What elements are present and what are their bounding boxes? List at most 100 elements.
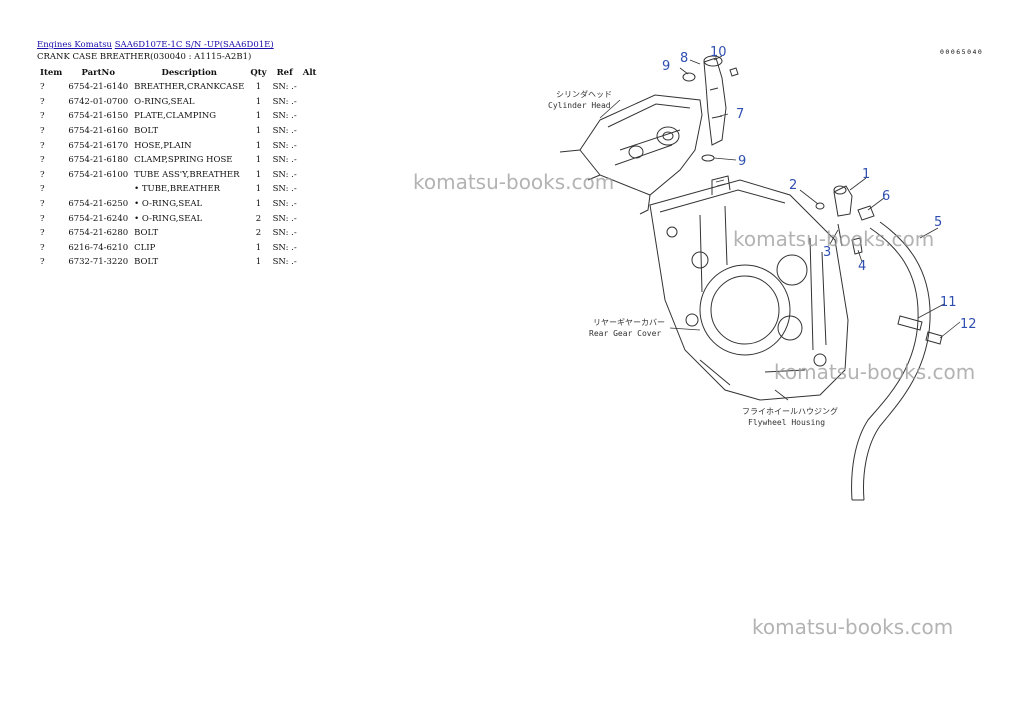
cell-qty: 1: [255, 82, 262, 93]
document-id: 00065040: [940, 48, 984, 56]
callout-4: 4: [858, 259, 866, 274]
callout-9-top: 9: [662, 59, 670, 74]
cell-item: ?: [40, 126, 45, 137]
cell-qty: 1: [255, 184, 262, 195]
cell-alt: [300, 255, 320, 270]
cell-qty: 1: [255, 155, 262, 166]
cell-qty: 1: [255, 257, 262, 268]
cell-description: CLAMP,SPRING HOSE: [134, 155, 233, 166]
column-header-alt: Alt: [302, 68, 317, 78]
cell-alt: [300, 124, 320, 139]
callout-7: 7: [736, 107, 744, 122]
cell-partno: [65, 182, 131, 197]
cell-alt: [300, 153, 320, 168]
callout-8: 8: [680, 51, 688, 66]
breadcrumb-link-model[interactable]: SAA6D107E-1C S/N -UP(SAA6D01E): [114, 40, 274, 50]
callout-10: 10: [710, 45, 727, 60]
cell-qty: 1: [255, 199, 262, 210]
cell-partno: 6754-21-6280: [68, 228, 129, 239]
cylinder-head-drawing: [559, 94, 703, 215]
cell-qty: 1: [255, 140, 262, 151]
table-row: ? 6754-21-6150 PLATE,CLAMPING 1 SN: .-: [37, 109, 319, 124]
cell-partno: 6742-01-0700: [68, 96, 129, 107]
breather-arm-drawing: [682, 55, 739, 162]
callout-9-lower: 9: [738, 154, 746, 169]
column-header-qty: Qty: [250, 68, 267, 78]
cell-ref: SN: .-: [272, 213, 297, 224]
breather-hose-drawing: [851, 221, 943, 501]
cell-description: • TUBE,BREATHER: [134, 184, 221, 195]
cell-ref: SN: .-: [272, 228, 297, 239]
callout-1: 1: [862, 167, 870, 182]
cell-partno: 6754-21-6170: [68, 140, 129, 151]
cell-partno: 6732-71-3220: [68, 257, 129, 268]
cell-ref: SN: .-: [272, 155, 297, 166]
cell-item: ?: [40, 155, 45, 166]
breadcrumb-link-engines[interactable]: Engines Komatsu: [37, 40, 113, 50]
table-row: ? • TUBE,BREATHER 1 SN: .-: [37, 182, 319, 197]
cell-description: CLIP: [134, 242, 156, 253]
page-title: CRANK CASE BREATHER(030040 : A1115-A2B1): [37, 52, 252, 62]
cell-partno: 6754-21-6100: [68, 169, 129, 180]
cell-description: • O-RING,SEAL: [134, 213, 203, 224]
breather-assembly-drawing: [815, 185, 875, 255]
cell-qty: 1: [255, 169, 262, 180]
table-header-row: Item PartNo Description Qty Ref Alt: [37, 66, 319, 80]
callout-5: 5: [934, 215, 942, 230]
cell-alt: [300, 226, 320, 241]
cell-partno: 6754-21-6240: [68, 213, 129, 224]
cell-ref: SN: .-: [272, 111, 297, 122]
cell-item: ?: [40, 184, 45, 195]
cell-qty: 1: [255, 96, 262, 107]
cell-alt: [300, 168, 320, 183]
cell-alt: [300, 80, 320, 95]
label-rear-gear-cover: Rear Gear Cover: [589, 329, 661, 338]
callout-leaders: [599, 55, 961, 401]
column-header-partno: PartNo: [81, 68, 115, 78]
cell-description: • O-RING,SEAL: [134, 199, 203, 210]
label-cylinder-head-jp: シリンダヘッド: [556, 89, 612, 99]
cell-item: ?: [40, 82, 45, 93]
label-flywheel-housing: Flywheel Housing: [748, 418, 825, 427]
cell-partno: 6754-21-6140: [68, 82, 129, 93]
cell-description: O-RING,SEAL: [134, 96, 195, 107]
cell-item: ?: [40, 257, 45, 268]
cell-qty: 1: [255, 111, 262, 122]
cell-alt: [300, 182, 320, 197]
cell-ref: SN: .-: [272, 242, 297, 253]
cell-partno: 6754-21-6250: [68, 199, 129, 210]
cell-ref: SN: .-: [272, 184, 297, 195]
cell-alt: [300, 211, 320, 226]
column-header-ref: Ref: [276, 68, 293, 78]
cell-item: ?: [40, 111, 45, 122]
watermark-text: komatsu-books.com: [413, 170, 615, 194]
cell-ref: SN: .-: [272, 96, 297, 107]
cell-partno: 6754-21-6160: [68, 126, 129, 137]
cell-ref: SN: .-: [272, 126, 297, 137]
cell-description: PLATE,CLAMPING: [134, 111, 217, 122]
column-header-description: Description: [161, 68, 217, 78]
flywheel-housing-drawing: [649, 175, 849, 401]
watermark-text: komatsu-books.com: [733, 227, 935, 251]
cell-alt: [300, 95, 320, 110]
watermark-text: komatsu-books.com: [752, 615, 954, 639]
cell-alt: [300, 138, 320, 153]
cell-item: ?: [40, 169, 45, 180]
cell-description: BOLT: [134, 257, 159, 268]
cell-item: ?: [40, 140, 45, 151]
callout-3: 3: [823, 245, 831, 260]
cell-ref: SN: .-: [272, 199, 297, 210]
cell-description: BREATHER,CRANKCASE: [134, 82, 245, 93]
cell-partno: 6754-21-6150: [68, 111, 129, 122]
cell-description: BOLT: [134, 126, 159, 137]
cell-alt: [300, 241, 320, 256]
